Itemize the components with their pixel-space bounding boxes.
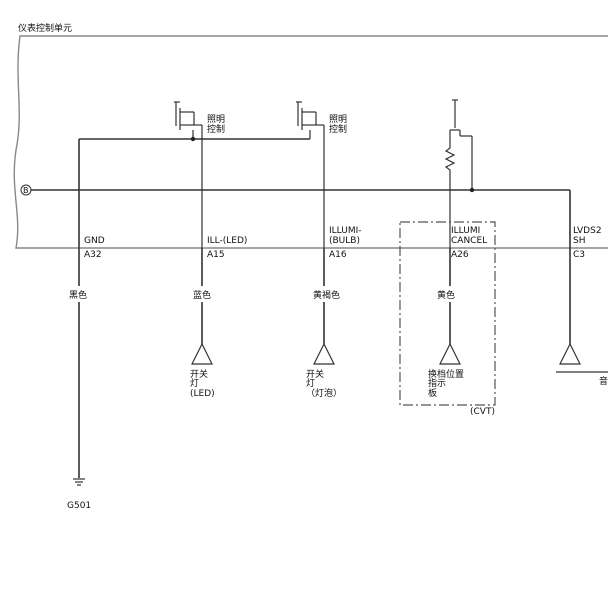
pin-lvds2-name-1: LVDS2 [573,226,602,236]
unit-title: 仪表控制单元 [18,22,72,34]
connector-triangle-bulb [313,342,335,365]
wire-color-yellow: 黄色 [437,289,455,301]
pin-illumi-cancel-name-2: CANCEL [451,236,487,246]
dest-shift-3: 板 [428,387,437,399]
mosfet-2-label-2: 控制 [329,123,347,135]
pin-illumi-bulb-number: A16 [329,250,347,260]
bus-label: B [23,186,29,195]
external-wires: 黑色 G501 蓝色 开关 灯 (LED) 黄褐色 开关 灯 （灯泡） 黄色 换… [67,248,608,511]
pin-illumi-bulb-name-2: (BULB) [329,236,360,246]
pin-ill-led-number: A15 [207,250,225,260]
ground-label: G501 [67,501,91,511]
dest-led-1: 开关 [190,368,208,380]
pin-illumi-cancel-name-1: ILLUMI [451,226,480,236]
pin-lvds2-number: C3 [573,250,585,260]
pin-ill-led-name: ILL-(LED) [207,236,247,246]
cancel-switch [444,99,475,248]
dest-lvds-1: 音 [599,375,608,387]
pin-gnd-name: GND [84,236,105,246]
mosfet-switch-2: 照明 控制 [296,101,347,248]
ground-symbol [73,478,85,486]
pin-gnd-number: A32 [84,250,102,260]
b-bus: B [20,184,571,248]
mosfet-switch-1: 照明 控制 [174,101,225,248]
connector-triangle-led [191,342,213,365]
cvt-label: (CVT) [470,407,495,417]
dest-bulb-1: 开关 [306,368,324,380]
dest-led-2: 灯 [190,378,199,389]
dest-shift-1: 换档位置 [428,368,464,380]
wire-color-tan: 黄褐色 [313,289,340,301]
dest-bulb-2: 灯 [306,378,315,389]
pin-labels: GND A32 ILL-(LED) A15 ILLUMI- (BULB) A16… [84,226,602,260]
wire-color-black: 黑色 [69,289,87,301]
wire-color-blue: 蓝色 [193,289,211,301]
mosfet-1-label-1: 照明 [207,114,225,125]
control-unit-frame: 仪表控制单元 [13,22,608,249]
dest-led-3: (LED) [190,389,215,399]
mosfet-2-label-1: 照明 [329,114,347,125]
mosfet-1-label-2: 控制 [207,123,225,135]
dest-shift-2: 指示 [428,377,446,389]
gate-line [78,130,311,248]
cvt-option-box: (CVT) [399,221,496,417]
connector-triangle-shift-indicator [439,342,461,365]
pin-illumi-cancel-number: A26 [451,250,469,260]
dest-bulb-3: （灯泡） [306,387,342,399]
connector-triangle-lvds [559,342,581,365]
pin-lvds2-name-2: SH [573,236,585,246]
pin-illumi-bulb-name-1: ILLUMI- [329,226,362,236]
